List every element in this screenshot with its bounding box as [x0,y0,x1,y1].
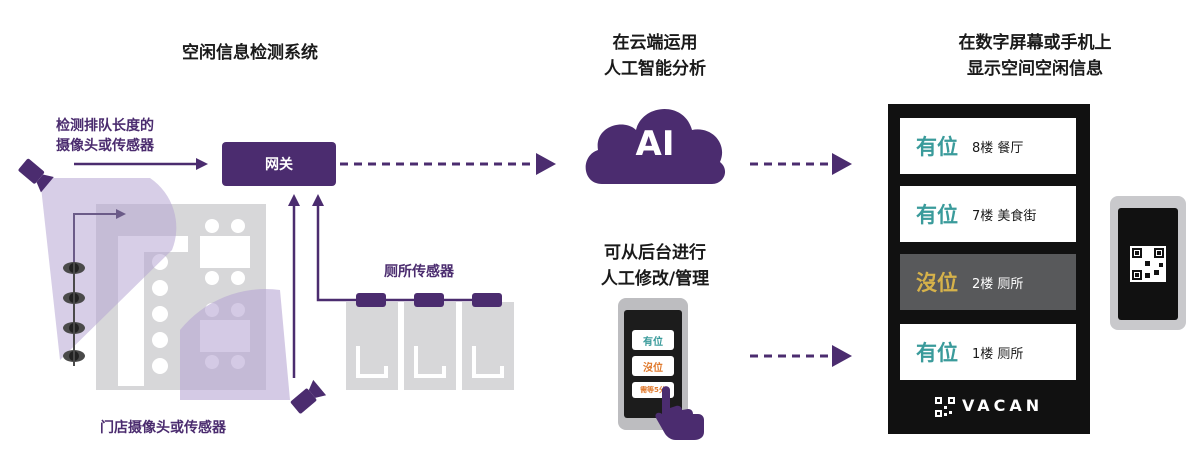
hand-icon [655,386,704,440]
queue-people [63,258,85,366]
cloud-icon [585,108,726,184]
qr-code-icon[interactable] [1130,246,1166,282]
toilet-sensor-label: 厕所传感器 [384,264,454,280]
camera-icon [290,379,327,414]
gateway-box: 网关 [222,142,336,186]
toilet-to-gateway-arrow [316,206,484,302]
store-floor-illustration [18,153,556,414]
phone-chip-full[interactable]: 沒位 [632,356,674,376]
backend-title-line2: 人工修改/管理 [600,269,710,289]
signage-status: 有位 [916,203,958,227]
signage-row: 沒位 2楼 厕所 [900,254,1076,310]
signage-status: 有位 [916,341,958,365]
brand-logo: VACAN [962,396,1044,415]
cloud-ai-label: AI [635,124,675,164]
signage-status: 沒位 [916,271,958,295]
cloud-title-line1: 在云端运用 [612,33,698,53]
toilet-sensors [356,293,502,307]
table-1 [200,236,250,268]
toilet-icon [356,346,504,378]
backend-title: 可从后台进行 人工修改/管理 [570,240,740,292]
display-title: 在数字屏幕或手机上 显示空间空闲信息 [905,30,1165,82]
detection-system-title: 空闲信息检测系统 [182,43,318,63]
queue-path [73,213,116,262]
signage-location: 1楼 厕所 [972,346,1024,362]
display-arrows [750,153,852,367]
cloud-title-line2: 人工智能分析 [604,59,706,79]
cloud-analysis-title: 在云端运用 人工智能分析 [560,30,750,82]
queue-sensor-label: 检测排队长度的 摄像头或传感器 [56,116,154,156]
signage-row: 有位 7楼 美食街 [900,186,1076,242]
display-title-line2: 显示空间空闲信息 [967,59,1103,79]
signage-row: 有位 8楼 餐厅 [900,118,1076,174]
backend-title-line1: 可从后台进行 [604,243,706,263]
store-camera-coverage [180,289,290,400]
store-sensor-label: 门店摄像头或传感器 [100,420,226,436]
signage-row: 有位 1楼 厕所 [900,324,1076,380]
qr-code-icon [934,396,956,418]
display-title-line1: 在数字屏幕或手机上 [958,33,1112,53]
gateway-label: 网关 [265,157,293,173]
signage-location: 7楼 美食街 [972,208,1037,224]
signage-location: 2楼 厕所 [972,276,1024,292]
signage-status: 有位 [916,135,958,159]
brand-qr [934,396,956,422]
toilet-stalls [346,302,514,390]
signage-location: 8楼 餐厅 [972,140,1024,156]
queue-sensor-label-line2: 摄像头或传感器 [56,138,154,154]
camera-icon [18,158,54,193]
phone-chip-available[interactable]: 有位 [632,330,674,350]
queue-sensor-label-line1: 检测排队长度的 [56,118,154,134]
